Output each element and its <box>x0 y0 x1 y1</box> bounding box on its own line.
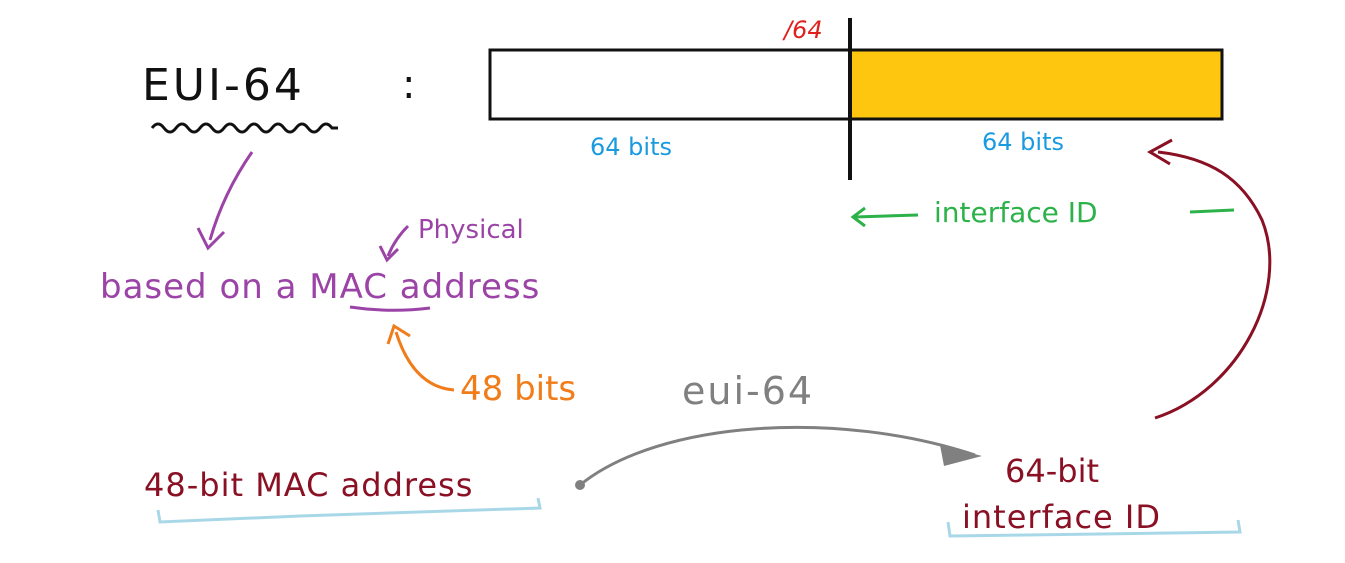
mac-bits-arrowhead <box>386 323 411 345</box>
result-to-interface-arrowhead <box>1146 138 1173 166</box>
physical-note: Physical <box>418 215 524 245</box>
title-colon: : <box>402 62 415 108</box>
left-half-bits-label: 64 bits <box>590 133 672 161</box>
mac-bits-arrow <box>394 331 455 392</box>
source-highlight <box>156 497 542 524</box>
interface-id-right-line <box>1189 208 1235 214</box>
interface-id-left-arrow-line <box>854 213 919 219</box>
mac-bits-note: 48 bits <box>460 369 576 409</box>
based-on-text: based on a MAC address <box>100 267 540 307</box>
title-squiggle <box>150 122 338 134</box>
prefix-marker: /64 <box>782 16 823 44</box>
mac-underline <box>349 305 431 312</box>
interface-id-half <box>848 48 1224 121</box>
process-label: eui-64 <box>682 369 814 413</box>
process-arrowhead <box>940 445 982 466</box>
interface-id-label: interface ID <box>934 196 1098 229</box>
result-label-line1: 64-bit <box>1005 452 1099 490</box>
result-highlight <box>946 519 1242 538</box>
network-prefix-half <box>488 48 852 121</box>
title: EUI-64 <box>142 60 305 111</box>
physical-arrow <box>386 224 410 257</box>
interface-id-left-arrowhead <box>850 206 866 228</box>
source-label: 48-bit MAC address <box>144 466 473 504</box>
result-to-interface-arrow <box>1154 150 1272 420</box>
process-arrow <box>579 425 976 487</box>
based-on-arrow <box>208 151 254 241</box>
right-half-bits-label: 64 bits <box>982 128 1064 156</box>
based-on-arrowhead <box>196 227 226 251</box>
physical-arrowhead <box>378 245 400 263</box>
result-label-line2: interface ID <box>962 498 1161 536</box>
